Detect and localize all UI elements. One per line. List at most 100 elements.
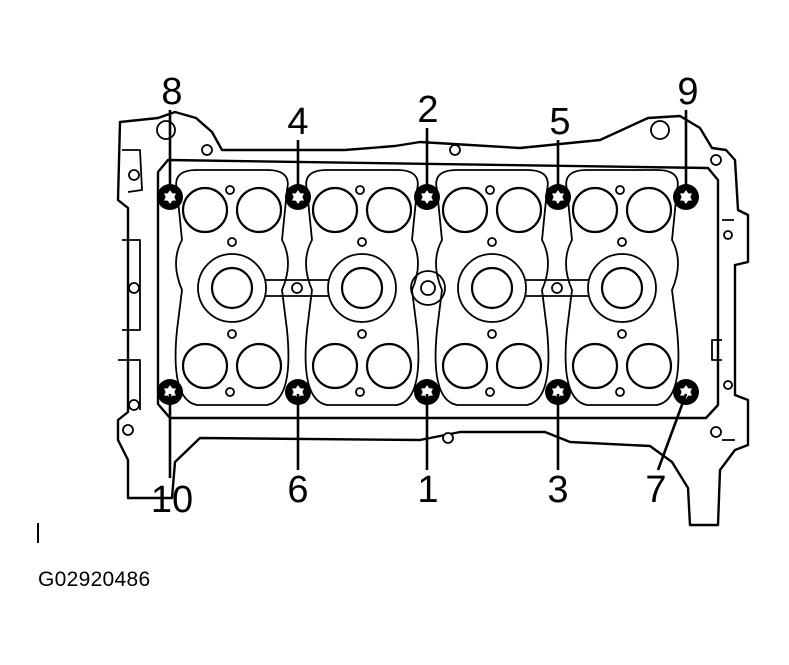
oil-hole (617, 329, 627, 339)
cylinder-head-outline (116, 110, 750, 527)
chamber-outline (434, 169, 550, 406)
spark-plug-boss (457, 253, 527, 323)
oil-hole (225, 387, 235, 397)
intake-port (441, 186, 489, 234)
torx-socket-icon (678, 382, 694, 402)
casting-hole (449, 144, 461, 156)
oil-hole (291, 282, 303, 294)
oil-hole (355, 387, 365, 397)
intake-port (625, 186, 673, 234)
spark-plug-bore (210, 266, 254, 310)
callout-2: 2 (417, 89, 438, 131)
casting-hole (442, 432, 454, 444)
head-bolt-3 (545, 379, 571, 405)
oil-hole (225, 185, 235, 195)
cylinder-chamber (421, 169, 561, 406)
intake-port (495, 186, 543, 234)
spark-plug-boss (587, 253, 657, 323)
casting-hole (128, 282, 140, 294)
callout-5: 5 (549, 101, 570, 143)
callout-4: 4 (287, 101, 308, 143)
combustion-chambers (161, 169, 691, 406)
exhaust-port (571, 342, 619, 390)
torx-socket-icon (290, 187, 306, 207)
intake-port (311, 186, 359, 234)
callout-9: 9 (677, 71, 698, 113)
oil-hole (617, 237, 627, 247)
head-bolt-7 (673, 379, 699, 405)
oil-hole (227, 329, 237, 339)
torx-socket-icon (419, 187, 435, 207)
intake-port (181, 186, 229, 234)
casting-hole (650, 120, 670, 140)
oil-hole (615, 387, 625, 397)
exhaust-port (181, 342, 229, 390)
center-boss (410, 270, 446, 306)
intake-port (235, 186, 283, 234)
exhaust-port (625, 342, 673, 390)
callout-3: 3 (547, 469, 568, 511)
casting-hole (128, 169, 140, 181)
oil-hole (485, 185, 495, 195)
head-bolt-6 (285, 379, 311, 405)
oil-hole (355, 185, 365, 195)
exhaust-port (495, 342, 543, 390)
head-bolt-1 (414, 379, 440, 405)
spark-plug-bore (470, 266, 514, 310)
head-bolt-4 (285, 184, 311, 210)
exhaust-port (365, 342, 413, 390)
left-flange (118, 149, 143, 410)
head-bolt-8 (157, 184, 183, 210)
boss-bridge (526, 279, 588, 297)
callout-6: 6 (287, 469, 308, 511)
chamber-outline (564, 169, 680, 406)
intake-port (571, 186, 619, 234)
callout-8: 8 (161, 71, 182, 113)
oil-hole (485, 387, 495, 397)
oil-hole (615, 185, 625, 195)
callout-10: 10 (151, 479, 193, 521)
exhaust-port (441, 342, 489, 390)
intake-port (365, 186, 413, 234)
torx-socket-icon (162, 187, 178, 207)
boss-bridge (266, 279, 328, 297)
head-bolt-9 (673, 184, 699, 210)
casting-hole (122, 424, 134, 436)
casting-hole (723, 230, 733, 240)
spark-plug-bore (340, 266, 384, 310)
spark-plug-boss (197, 253, 267, 323)
casting-hole (710, 426, 722, 438)
casting-hole (710, 154, 722, 166)
casting-hole (156, 120, 176, 140)
head-bolt-5 (545, 184, 571, 210)
oil-hole (487, 237, 497, 247)
oil-hole (551, 282, 563, 294)
oil-hole (357, 329, 367, 339)
callout-7: 7 (645, 469, 666, 511)
oil-hole (227, 237, 237, 247)
oil-hole (357, 237, 367, 247)
callout-1: 1 (417, 469, 438, 511)
right-flange (711, 219, 735, 441)
torx-socket-icon (678, 187, 694, 207)
cylinder-chamber (291, 169, 431, 406)
leader-line-7 (656, 393, 688, 471)
margin-mark (37, 523, 39, 543)
casting-hole (723, 380, 733, 390)
head-bolt-2 (414, 184, 440, 210)
torx-socket-icon (550, 187, 566, 207)
exhaust-port (235, 342, 283, 390)
cylinder-chamber (161, 169, 301, 406)
head-bolt-10 (157, 379, 183, 405)
chamber-outline (174, 169, 290, 406)
gasket-surface-outline (156, 158, 720, 420)
spark-plug-boss (327, 253, 397, 323)
cylinder-chamber (551, 169, 691, 406)
casting-hole (128, 399, 140, 411)
casting-hole (201, 144, 213, 156)
figure-code: G02920486 (38, 568, 151, 591)
head-bolts (157, 184, 699, 405)
center-hole (420, 280, 436, 296)
oil-hole (487, 329, 497, 339)
